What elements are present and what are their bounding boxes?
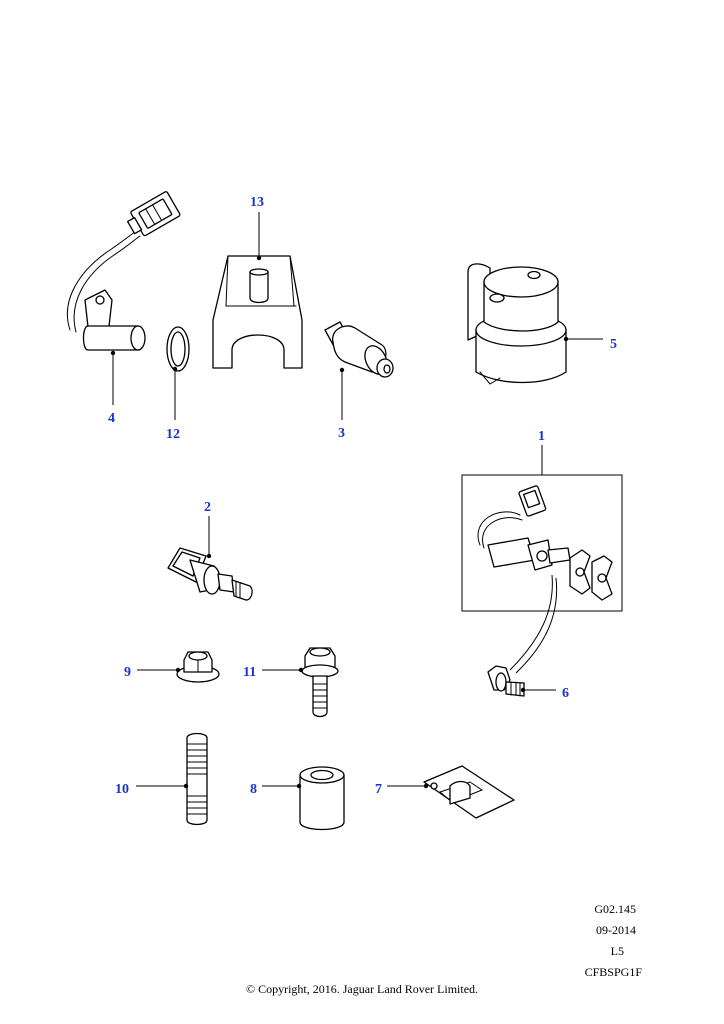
part-13-bracket[interactable] <box>212 255 303 369</box>
copyright-notice: © Copyright, 2016. Jaguar Land Rover Lim… <box>245 982 479 996</box>
catalogue-code: CFBSPG1F <box>584 965 642 979</box>
callout-1: 1 <box>538 429 545 444</box>
part-7-clip[interactable] <box>423 765 515 819</box>
callout-8: 8 <box>250 782 257 797</box>
illustration-code: G02.145 <box>594 902 636 916</box>
callout-10: 10 <box>115 782 129 797</box>
callout-13: 13 <box>250 195 264 210</box>
part-3-pressure-switch[interactable] <box>324 321 394 378</box>
callout-2: 2 <box>204 500 211 515</box>
callout-5: 5 <box>610 337 617 352</box>
callout-3: 3 <box>338 426 345 441</box>
callout-7: 7 <box>375 782 382 797</box>
model-code: L5 <box>610 944 624 958</box>
callout-11: 11 <box>243 665 256 680</box>
part-9-flange-nut[interactable] <box>176 651 220 683</box>
part-5-switch-housing[interactable] <box>467 263 567 385</box>
part-2-temperature-sensor[interactable] <box>167 547 253 601</box>
part-1-sensor-kit[interactable] <box>461 474 623 612</box>
callout-6: 6 <box>562 686 569 701</box>
illustration-date: 09-2014 <box>596 923 636 937</box>
callout-12: 12 <box>166 427 180 442</box>
part-10-stud[interactable] <box>186 732 208 826</box>
callout-4: 4 <box>108 411 115 426</box>
part-11-flange-bolt[interactable] <box>301 647 339 718</box>
part-12-o-ring[interactable] <box>166 326 190 372</box>
part-6-bolt[interactable] <box>487 665 525 697</box>
part-8-spacer[interactable] <box>299 766 345 831</box>
part-4-sensor-with-lead[interactable] <box>66 191 181 351</box>
callout-9: 9 <box>124 665 131 680</box>
